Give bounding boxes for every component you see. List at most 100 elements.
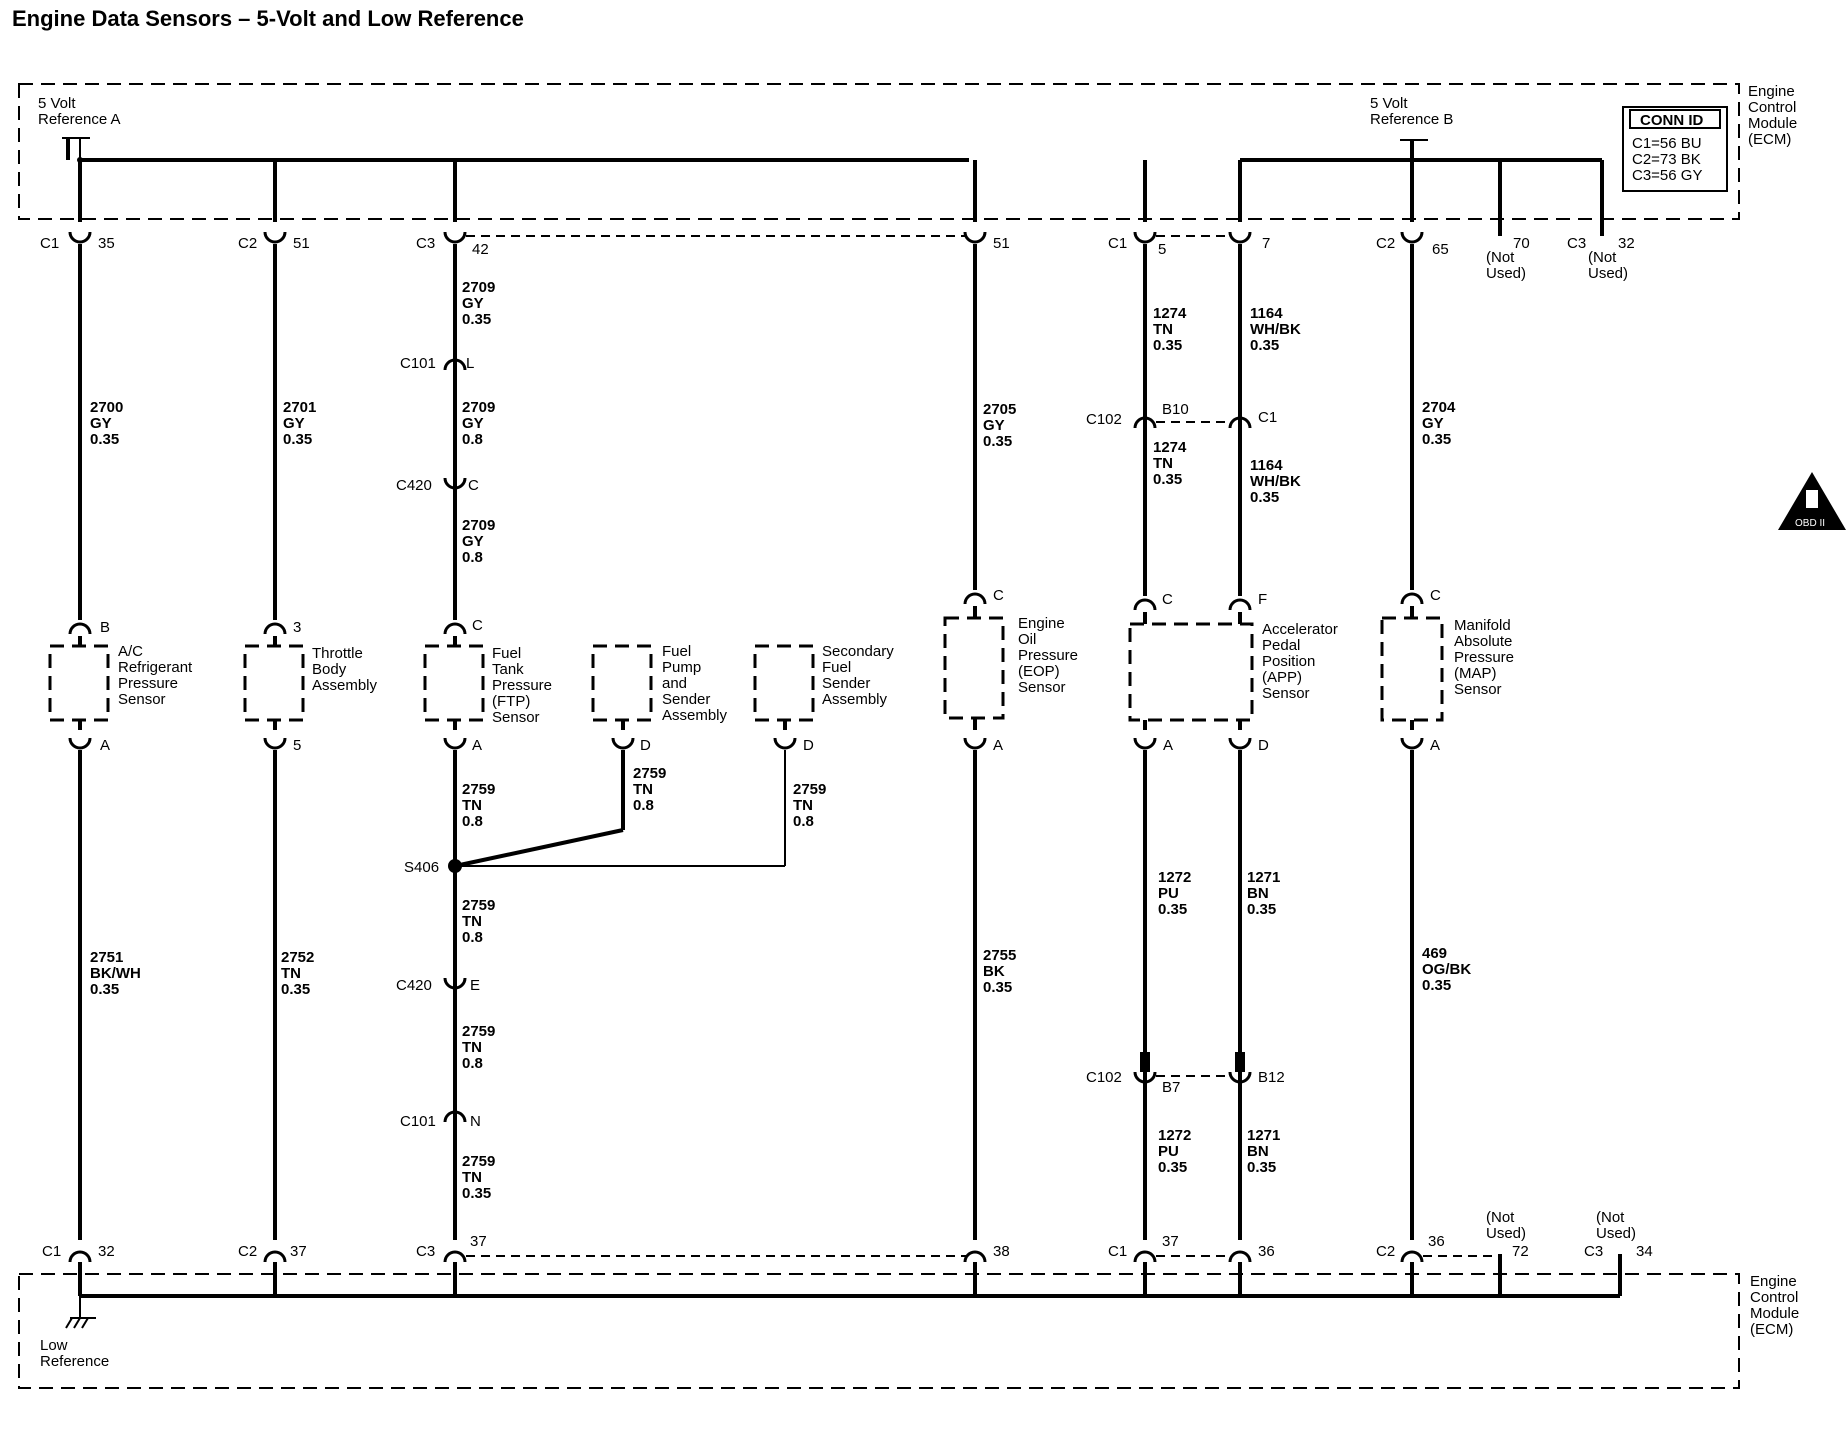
svg-text:TN: TN [462,797,482,814]
svg-text:Oil: Oil [1018,631,1036,648]
svg-text:Sensor: Sensor [492,709,540,726]
svg-text:0.8: 0.8 [462,1055,483,1072]
svg-text:and: and [662,675,687,692]
ref-a-label: 5 Volt Reference A [38,95,121,128]
svg-text:2701: 2701 [283,399,316,416]
svg-text:Fuel: Fuel [492,645,521,662]
svg-text:Pump: Pump [662,659,701,676]
svg-text:C1: C1 [1258,409,1277,426]
svg-text:2759: 2759 [462,897,495,914]
svg-text:Absolute: Absolute [1454,633,1512,650]
svg-text:0.35: 0.35 [1158,1159,1187,1176]
svg-text:WH/BK: WH/BK [1250,321,1301,338]
svg-text:0.8: 0.8 [462,929,483,946]
svg-text:(FTP): (FTP) [492,693,530,710]
svg-text:GY: GY [462,295,484,312]
svg-text:GY: GY [983,417,1005,434]
svg-text:B: B [100,619,110,636]
wire-label-2709a: 2709 GY 0.35 [462,279,495,328]
svg-text:C: C [472,617,483,634]
svg-text:0.35: 0.35 [1422,431,1451,448]
svg-text:Sensor: Sensor [1454,681,1502,698]
wire-label-2700: 2700 GY 0.35 [90,399,123,448]
wire-label-1272a: 1272 PU 0.35 [1158,869,1191,918]
svg-text:Fuel: Fuel [822,659,851,676]
wire-label-2709c: 2709 GY 0.8 [462,517,495,566]
svg-text:51: 51 [993,235,1010,252]
svg-text:35: 35 [98,235,115,252]
svg-text:A/C: A/C [118,643,143,660]
svg-text:TN: TN [793,797,813,814]
svg-text:OBD II: OBD II [1795,518,1825,529]
column-ac: 2700 GY 0.35 B A/C Refrigerant Pressure … [48,244,193,1240]
svg-text:37: 37 [290,1243,307,1260]
svg-text:C3=56 GY: C3=56 GY [1632,167,1702,184]
svg-text:70: 70 [1513,235,1530,252]
svg-text:GY: GY [462,533,484,550]
svg-text:C101: C101 [400,355,436,372]
svg-text:TN: TN [633,781,653,798]
wire-label-2759a: 2759 TN 0.8 [462,781,495,830]
svg-text:C3: C3 [1567,235,1586,252]
svg-text:B10: B10 [1162,401,1189,418]
svg-text:A: A [1430,737,1440,754]
svg-text:Reference: Reference [40,1353,109,1370]
svg-text:2704: 2704 [1422,399,1456,416]
svg-text:2751: 2751 [90,949,123,966]
svg-text:2709: 2709 [462,399,495,416]
svg-text:Sender: Sender [822,675,870,692]
svg-text:S406: S406 [404,859,439,876]
svg-text:0.35: 0.35 [283,431,312,448]
ftp-sensor-box [423,644,485,722]
svg-text:Tank: Tank [492,661,524,678]
eop-sensor-label: Engine Oil Pressure (EOP) Sensor [1018,615,1078,696]
svg-text:1274: 1274 [1153,305,1187,322]
svg-text:C: C [1430,587,1441,604]
fuel-pump-label: Fuel Pump and Sender Assembly [662,643,728,724]
wire-label-1164b: 1164 WH/BK 0.35 [1250,457,1301,506]
svg-text:Pressure: Pressure [492,677,552,694]
svg-text:TN: TN [462,913,482,930]
svg-text:5 Volt: 5 Volt [38,95,76,112]
ecm-top-label: Engine Control Module (ECM) [1748,83,1797,148]
svg-text:C1: C1 [1108,235,1127,252]
svg-text:0.35: 0.35 [90,431,119,448]
svg-text:C1: C1 [1108,1243,1127,1260]
svg-text:36: 36 [1258,1243,1275,1260]
svg-text:2759: 2759 [793,781,826,798]
svg-text:Module: Module [1748,115,1797,132]
top-pins: C1 35 C2 51 C3 42 51 C1 5 7 C2 65 70 (No… [40,222,1635,282]
svg-text:0.35: 0.35 [281,981,310,998]
svg-text:C3: C3 [416,1243,435,1260]
svg-text:0.35: 0.35 [1250,337,1279,354]
svg-text:Secondary: Secondary [822,643,894,660]
app-sensor-label: Accelerator Pedal Position (APP) Sensor [1262,621,1338,702]
diagram-title: Engine Data Sensors – 5-Volt and Low Ref… [12,6,524,31]
svg-text:C102: C102 [1086,1069,1122,1086]
wire-label-2759e: 2759 TN 0.8 [462,1023,495,1072]
svg-text:(Not: (Not [1486,1209,1515,1226]
svg-text:0.8: 0.8 [462,431,483,448]
svg-text:2705: 2705 [983,401,1016,418]
svg-text:469: 469 [1422,945,1447,962]
svg-text:2759: 2759 [633,765,666,782]
ecm-top: Engine Control Module (ECM) 5 Volt Refer… [18,83,1797,222]
svg-text:37: 37 [470,1233,487,1250]
svg-text:0.8: 0.8 [793,813,814,830]
svg-text:0.35: 0.35 [1153,471,1182,488]
svg-text:Used): Used) [1486,1225,1526,1242]
wire-label-1271b: 1271 BN 0.35 [1247,1127,1280,1176]
svg-text:1271: 1271 [1247,869,1280,886]
svg-text:C420: C420 [396,977,432,994]
svg-text:D: D [640,737,651,754]
svg-text:34: 34 [1636,1243,1653,1260]
svg-text:C420: C420 [396,477,432,494]
svg-text:2709: 2709 [462,279,495,296]
svg-text:F: F [1258,591,1267,608]
svg-text:Manifold: Manifold [1454,617,1511,634]
svg-text:0.35: 0.35 [1158,901,1187,918]
low-reference-label: Low Reference [40,1337,109,1370]
svg-text:42: 42 [472,241,489,258]
svg-text:(APP): (APP) [1262,669,1302,686]
svg-text:TN: TN [1153,455,1173,472]
